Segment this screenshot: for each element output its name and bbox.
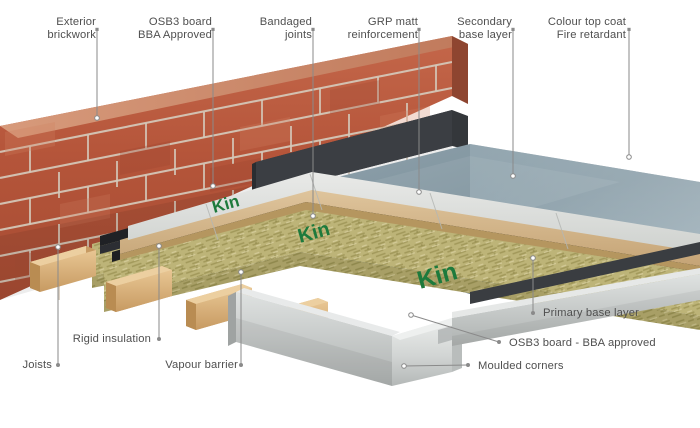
leader-dot-vapour-barrier xyxy=(239,363,243,367)
leader-endpoint-secondary-base xyxy=(510,173,516,179)
label-rigid-insulation: Rigid insulation xyxy=(61,333,151,346)
leader-endpoint-rigid-insulation xyxy=(156,243,162,249)
leader-tick-exterior-brickwork xyxy=(95,27,99,31)
roof-slab-front xyxy=(104,172,700,330)
leader-endpoint-bandaged-joints xyxy=(310,213,316,219)
label-line: joints xyxy=(284,29,312,42)
label-line: Secondary xyxy=(457,16,512,28)
leader-dot-primary-base-layer xyxy=(531,311,535,315)
leader-endpoint-vapour-barrier xyxy=(238,269,244,275)
leader-lines xyxy=(57,30,630,367)
leader-endpoint-colour-top-coat xyxy=(626,154,632,160)
label-line: Moulded corners xyxy=(478,360,564,372)
label-line: Colour top coat xyxy=(547,16,626,28)
label-line: reinforcement xyxy=(347,29,418,42)
label-joists: Joists xyxy=(8,359,52,372)
leader-moulded-corners xyxy=(403,364,469,367)
label-osb3-board-approved: OSB3 board - BBA approved xyxy=(509,337,689,350)
leader-endpoint-osb3-board-approved xyxy=(408,312,414,318)
label-line: Bandaged xyxy=(259,16,312,28)
label-line: GRP matt xyxy=(367,16,418,28)
leader-endpoint-osb3-board-bba xyxy=(210,183,216,189)
label-line: Primary base layer xyxy=(543,307,639,319)
leader-tick-grp-matt xyxy=(417,27,421,31)
label-line: Exterior xyxy=(56,16,96,28)
label-line: OSB3 board - BBA approved xyxy=(509,337,656,349)
leader-endpoint-moulded-corners xyxy=(401,363,407,369)
leader-endpoint-grp-matt xyxy=(416,189,422,195)
right-edge-trim xyxy=(470,242,700,304)
fascia-and-moulded-corner xyxy=(228,268,700,386)
leader-tick-osb3-board-bba xyxy=(211,27,215,31)
label-line: brickwork xyxy=(47,29,96,42)
leader-dot-joists xyxy=(56,363,60,367)
label-line: Rigid insulation xyxy=(72,333,151,345)
leader-tick-secondary-base xyxy=(511,27,515,31)
leader-tick-colour-top-coat xyxy=(627,27,631,31)
label-line: base layer xyxy=(458,29,512,42)
leader-markers xyxy=(55,27,632,369)
label-line: OSB3 board xyxy=(148,16,212,28)
label-line: BBA Approved xyxy=(138,29,212,42)
label-line: Joists xyxy=(22,359,52,371)
label-line: Vapour barrier xyxy=(165,359,238,371)
leader-endpoint-joists xyxy=(55,244,61,250)
leader-dot-moulded-corners xyxy=(466,363,470,367)
leader-osb3-board-approved xyxy=(410,314,500,343)
label-vapour-barrier: Vapour barrier xyxy=(150,359,238,372)
leader-tick-bandaged-joints xyxy=(311,27,315,31)
leader-dot-rigid-insulation xyxy=(157,337,161,341)
label-line: Fire retardant xyxy=(556,29,626,42)
label-primary-base-layer: Primary base layer xyxy=(543,307,673,320)
leader-endpoint-exterior-brickwork xyxy=(94,115,100,121)
label-moulded-corners: Moulded corners xyxy=(478,360,598,373)
leader-dot-osb3-board-approved xyxy=(497,340,501,344)
leader-endpoint-primary-base-layer xyxy=(530,255,536,261)
